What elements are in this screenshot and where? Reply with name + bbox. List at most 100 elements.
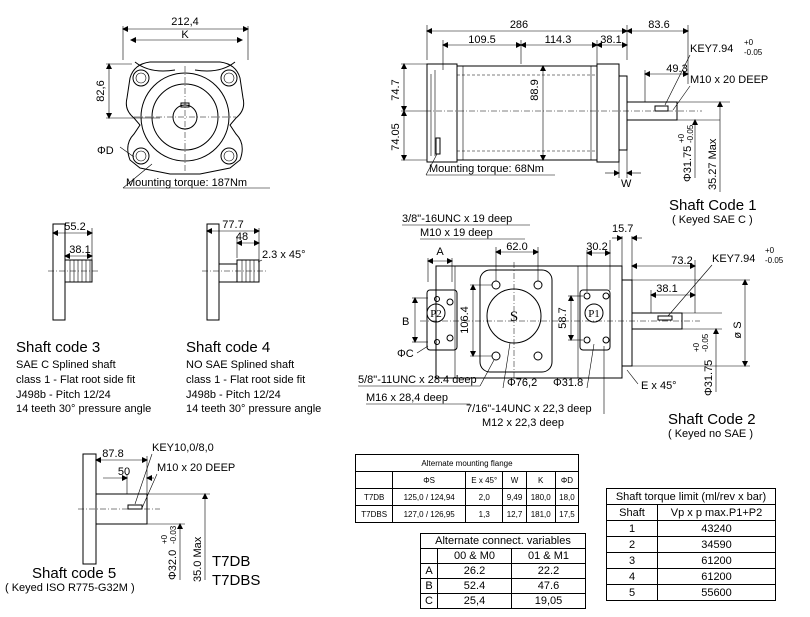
table-row: B 52.4 47.6 bbox=[420, 578, 586, 594]
shaft-code-1-subtitle: ( Keyed SAE C ) bbox=[672, 214, 753, 226]
ct-header: 00 & M0 bbox=[437, 548, 512, 564]
tt-cell: 1 bbox=[606, 520, 658, 537]
shaft-4-line-4: 14 teeth 30° pressure angle bbox=[186, 403, 321, 415]
mounting-table-title: Alternate mounting flange bbox=[355, 454, 579, 472]
flange-label-b: B bbox=[402, 316, 409, 328]
front-k-dim: K bbox=[181, 29, 189, 41]
shaft-code-3-title: Shaft code 3 bbox=[16, 339, 100, 356]
front-height-dim: 82,6 bbox=[95, 80, 107, 101]
mt-header: W bbox=[502, 471, 527, 489]
mt-cell: 18,0 bbox=[554, 488, 580, 506]
shaft-4-line-2: class 1 - Flat root side fit bbox=[186, 374, 305, 386]
side-dim-c: 38.1 bbox=[600, 34, 621, 46]
flange-e-label: E x 45° bbox=[641, 380, 677, 392]
model-t7db: T7DB bbox=[212, 553, 250, 570]
shaft-torque-table: Shaft torque limit (ml/rev x bar) Shaft … bbox=[606, 488, 776, 601]
ct-cell: A bbox=[420, 563, 438, 579]
shaft-4-dim-a: 77.7 bbox=[222, 219, 243, 231]
tt-cell: 4 bbox=[606, 568, 658, 585]
side-key-tol-up: +0 bbox=[744, 38, 754, 47]
flange-dim-302: 30.2 bbox=[586, 241, 607, 253]
table-row: 4 61200 bbox=[606, 568, 776, 585]
flange-dim-1064: 106.4 bbox=[459, 306, 471, 334]
side-w-label: W bbox=[621, 178, 632, 190]
tt-cell: 5 bbox=[606, 584, 658, 601]
flange-key-tol-down: -0.05 bbox=[765, 256, 784, 265]
mt-cell: 2,0 bbox=[464, 488, 504, 506]
flange-thread-top-2: M10 x 19 deep bbox=[420, 227, 493, 239]
pump-body-center bbox=[456, 65, 598, 161]
shaft-3-line-2: class 1 - Flat root side fit bbox=[16, 374, 135, 386]
mt-cell: T7DBS bbox=[354, 505, 394, 523]
side-shaft-ext-dim: 83.6 bbox=[648, 19, 669, 31]
flange-phi-tol-up: +0 bbox=[692, 342, 701, 352]
tt-cell: 55600 bbox=[657, 584, 776, 601]
mt-header: K bbox=[525, 471, 556, 489]
ct-cell: 22.2 bbox=[511, 563, 586, 579]
shaft-5-phi: Φ32.0 bbox=[167, 550, 179, 580]
tt-cell: 43240 bbox=[657, 520, 776, 537]
shaft-4-line-3: J498b - Pitch 12/24 bbox=[186, 389, 281, 401]
flange-label-a: A bbox=[436, 246, 444, 258]
table-row: C 25,4 19,05 bbox=[420, 593, 586, 609]
ct-header bbox=[420, 548, 438, 564]
side-h1-dim: 74.7 bbox=[390, 79, 402, 100]
pump-body-right bbox=[596, 63, 620, 163]
tt-cell: 2 bbox=[606, 536, 658, 553]
flange-phi-s: ø S bbox=[732, 321, 744, 338]
shaft-3-dim-b: 38.1 bbox=[69, 244, 90, 256]
mt-cell: 125,0 / 124,94 bbox=[392, 488, 466, 506]
shaft-5-max: 35.0 Max bbox=[192, 536, 204, 582]
shaft-3-line-4: 14 teeth 30° pressure angle bbox=[16, 403, 151, 415]
flange-key-tol-up: +0 bbox=[765, 246, 775, 255]
side-h2-dim: 74.05 bbox=[390, 123, 402, 151]
shaft-5-phi-tol-down: -0.03 bbox=[169, 525, 178, 544]
side-mounting-torque: Mounting torque: 68Nm bbox=[429, 163, 544, 175]
shaft-3-line-1: SAE C Splined shaft bbox=[16, 359, 116, 371]
flange-phi-shaft: Φ31.75 bbox=[703, 360, 715, 396]
mt-cell: 181,0 bbox=[525, 505, 556, 523]
mt-cell: 180,0 bbox=[525, 488, 556, 506]
shaft-3-dim-a: 55.2 bbox=[64, 221, 85, 233]
shaft-code-5-subtitle: ( Keyed ISO R775-G32M ) bbox=[5, 582, 135, 594]
table-row: 2 34590 bbox=[606, 536, 776, 553]
pump-body-left bbox=[426, 63, 458, 163]
side-key-tol-down: -0.05 bbox=[744, 48, 763, 57]
shaft-5-key-label: KEY10,0/8,0 bbox=[152, 442, 214, 454]
model-t7dbs: T7DBS bbox=[212, 572, 260, 589]
shaft-code-3-drawing: 55.2 38.1 bbox=[48, 221, 100, 321]
shaft-code-4-drawing: 77.7 48 2.3 x 45° bbox=[202, 219, 306, 321]
flange-phi-tol-down: -0.05 bbox=[701, 333, 710, 352]
table-row: T7DBS 127,0 / 126,95 1,3 12,7 181,0 17,5 bbox=[354, 505, 580, 523]
tt-cell: 34590 bbox=[657, 536, 776, 553]
tt-cell: 3 bbox=[606, 552, 658, 569]
flange-phi-762: Φ76,2 bbox=[507, 377, 537, 389]
mt-cell: 17,5 bbox=[554, 505, 580, 523]
front-mounting-torque: Mounting torque: 187Nm bbox=[126, 177, 247, 189]
shaft-code-2-title: Shaft Code 2 bbox=[668, 411, 756, 428]
connect-table-title: Alternate connect. variables bbox=[420, 533, 586, 549]
front-phid-label: ΦD bbox=[97, 145, 114, 157]
flange-port-view: 3/8"-16UNC x 19 deep M10 x 19 deep S P2 … bbox=[358, 213, 784, 429]
flange-dim-620: 62.0 bbox=[506, 241, 527, 253]
shaft-5-phi-tol-up: +0 bbox=[160, 534, 169, 544]
mt-header: E x 45° bbox=[464, 471, 504, 489]
ct-cell: 25,4 bbox=[437, 593, 512, 609]
flange-thread-bot-1: 5/8"-11UNC x 28.4 deep bbox=[358, 374, 477, 386]
shaft-code-1-title: Shaft Code 1 bbox=[669, 197, 757, 214]
shaft-code-5-title: Shaft code 5 bbox=[32, 565, 116, 582]
side-mid-dim: 88.9 bbox=[529, 79, 541, 100]
mt-cell: 9,49 bbox=[502, 488, 527, 506]
table-row: T7DB 125,0 / 124,94 2,0 9,49 180,0 18,0 bbox=[354, 488, 580, 506]
torque-table-title: Shaft torque limit (ml/rev x bar) bbox=[606, 488, 776, 505]
shaft-5-dim-a: 87.8 bbox=[102, 448, 123, 460]
shaft-5-dim-b: 50 bbox=[118, 466, 130, 478]
flange-thread-bot-2: M16 x 28,4 deep bbox=[366, 392, 448, 404]
flange-key-label: KEY7.94 bbox=[712, 253, 755, 265]
mounting-flange-outline bbox=[125, 61, 245, 175]
mt-cell: T7DB bbox=[354, 488, 394, 506]
side-dim-b: 114.3 bbox=[545, 34, 572, 46]
mt-header bbox=[354, 471, 394, 489]
mt-header: ΦD bbox=[554, 471, 580, 489]
ct-cell: 26.2 bbox=[437, 563, 512, 579]
